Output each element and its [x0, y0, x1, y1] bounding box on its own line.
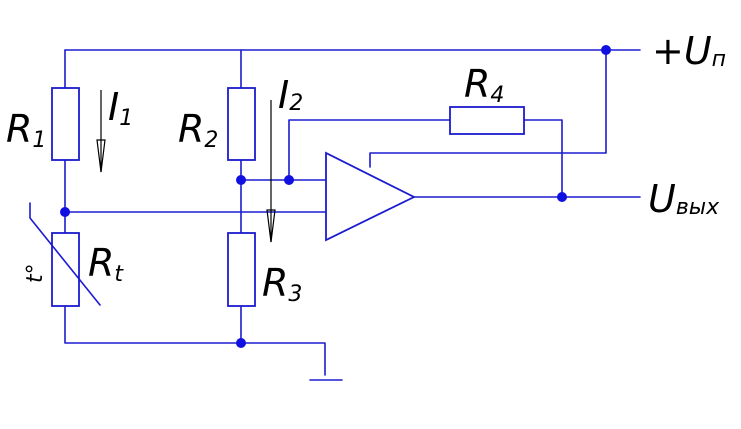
label-i1: I1 [108, 85, 133, 131]
wires [64, 49, 641, 381]
feedback-left-wire [288, 119, 451, 181]
label-r2: R2 [178, 107, 218, 153]
amp-power-wire [369, 49, 607, 168]
label-output-voltage: Uвых [648, 177, 720, 221]
node-divider [60, 207, 70, 217]
label-rt: Rt [88, 241, 124, 287]
node-supply [601, 45, 611, 55]
label-r4: R4 [464, 62, 504, 108]
junction-nodes [60, 45, 611, 348]
current-arrow-i1 [96, 90, 106, 173]
resistor-r3 [227, 232, 256, 307]
left-branch-bottom [64, 305, 326, 376]
current-arrow-i2 [266, 100, 276, 243]
label-r1: R1 [6, 107, 46, 153]
node-r2-r3 [236, 175, 246, 185]
resistor-r1 [51, 87, 80, 161]
resistor-r4 [449, 106, 525, 135]
resistor-r2 [227, 87, 256, 161]
thermistor-rt [29, 202, 101, 307]
feedback-right-wire [523, 119, 563, 198]
node-ground [236, 338, 246, 348]
label-i2: I2 [278, 73, 303, 117]
node-output [557, 192, 567, 202]
node-feedback [284, 175, 294, 185]
label-supply-voltage: +Uп [652, 29, 726, 73]
label-r3: R3 [262, 261, 302, 307]
op-amp-triangle [325, 151, 417, 242]
label-temperature: t° [23, 263, 48, 283]
thermistor-slash [29, 202, 101, 306]
